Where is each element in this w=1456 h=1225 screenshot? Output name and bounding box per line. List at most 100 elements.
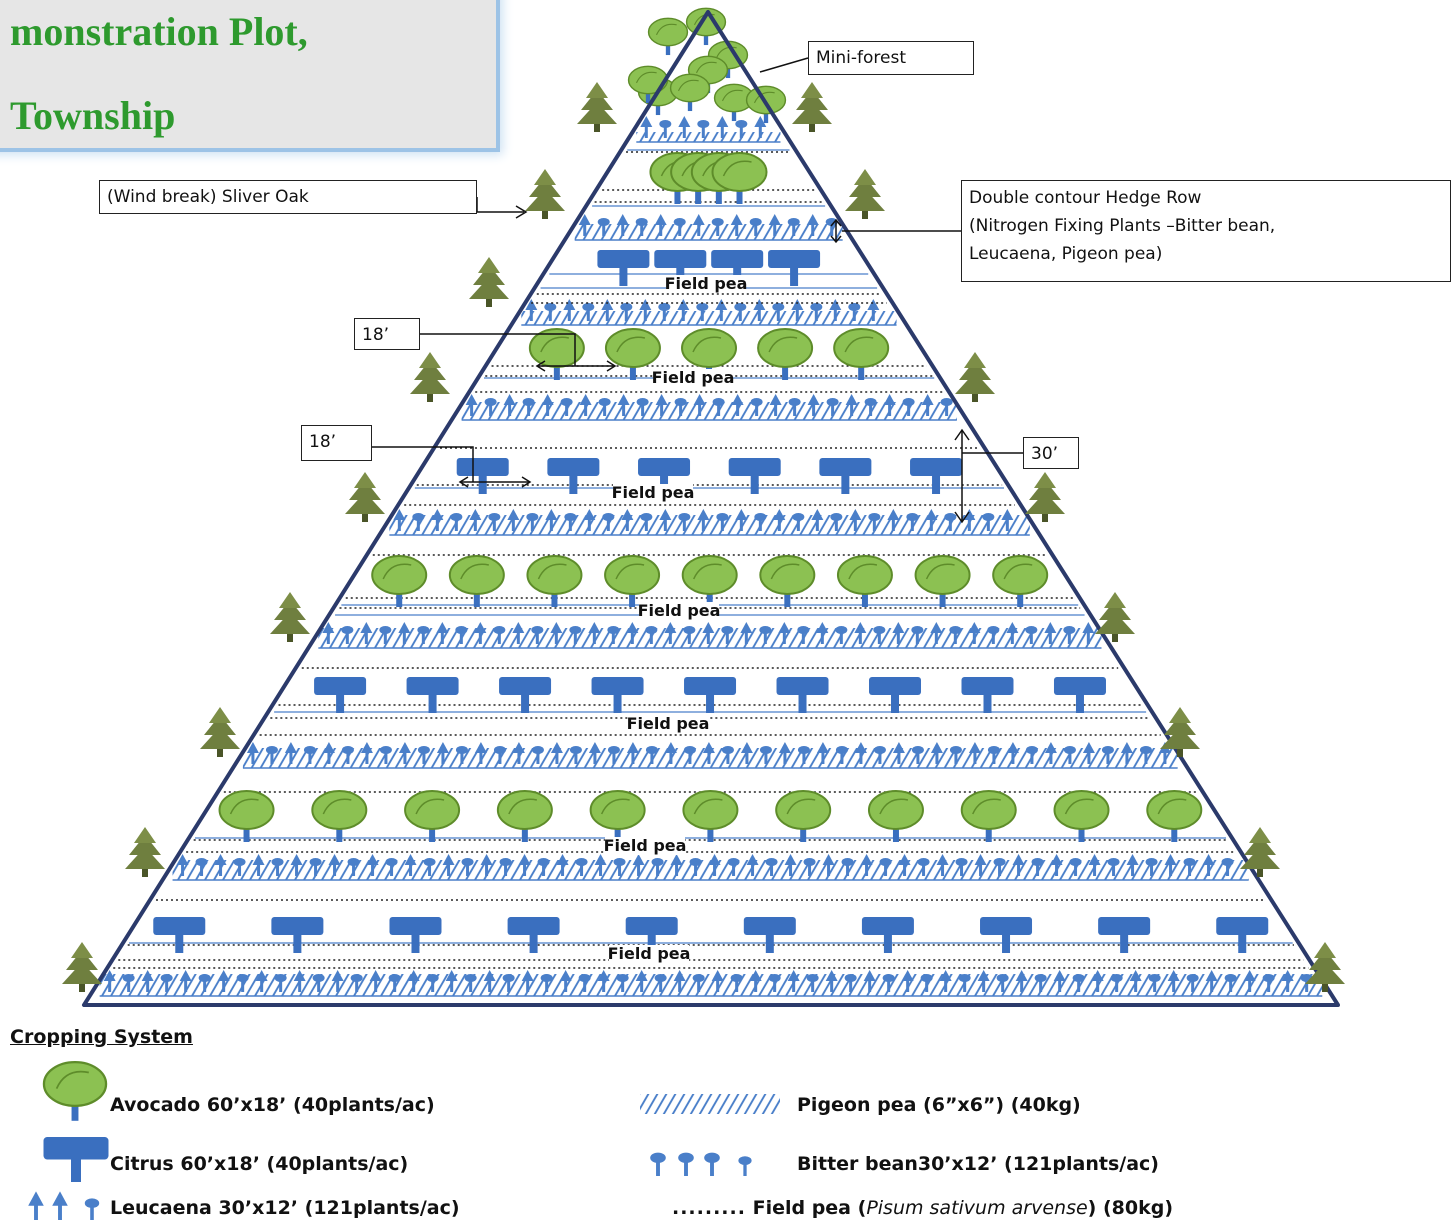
- silver-oak-icon: [200, 707, 240, 757]
- leucaena-icon: [322, 622, 335, 644]
- silver-oak-icon: [1160, 707, 1200, 757]
- field-pea-label-bg: [609, 945, 689, 963]
- bitter-bean-icon: [721, 746, 734, 764]
- spacing-a-arrowhead-r: [606, 360, 617, 372]
- leucaena-icon: [816, 742, 829, 764]
- leucaena-icon: [740, 622, 753, 644]
- leucaena-icon: [784, 854, 797, 876]
- field-pea-label-bg: [613, 484, 693, 502]
- bitter-bean-icon: [502, 974, 515, 992]
- bitter-bean-icon: [911, 746, 924, 764]
- leucaena-icon: [1053, 970, 1066, 992]
- bitter-bean-icon: [385, 858, 398, 876]
- bitter-bean-icon: [379, 746, 392, 764]
- leucaena-icon: [290, 854, 303, 876]
- spacing-b-arrowhead-r: [521, 476, 532, 488]
- leucaena-icon: [867, 299, 880, 321]
- bitter-bean-icon: [426, 974, 439, 992]
- bitter-bean-icon: [1063, 626, 1076, 644]
- leucaena-icon: [692, 214, 705, 236]
- leucaena-icon: [654, 214, 667, 236]
- field-pea-label-bg: [666, 275, 746, 293]
- bitter-bean-icon: [1025, 626, 1038, 644]
- leucaena-icon: [939, 970, 952, 992]
- field-pea-label-bg: [628, 715, 708, 733]
- bitter-bean-icon: [1183, 858, 1196, 876]
- legend-avocado-label: Avocado 60’x18’ (40plants/ac): [110, 1094, 435, 1116]
- bitter-bean-icon: [461, 858, 474, 876]
- bitter-bean-icon: [499, 858, 512, 876]
- annotation-lines: [372, 57, 1023, 524]
- silver-oak-icon: [577, 82, 617, 132]
- citrus-icon: [819, 458, 872, 494]
- bitter-bean-icon: [792, 513, 805, 531]
- leucaena-icon: [677, 299, 690, 321]
- bitter-bean-icon: [607, 746, 620, 764]
- title-line-1: monstration Plot,: [10, 9, 308, 54]
- hedge-row-line-3: Leucaena, Pigeon pea): [969, 244, 1163, 264]
- silver-oak-icon: [955, 352, 995, 402]
- leucaena-icon: [730, 214, 743, 236]
- bitter-bean-icon: [620, 303, 633, 321]
- citrus-icon: [869, 677, 922, 713]
- leucaena-icon: [512, 622, 525, 644]
- citrus-icon: [271, 917, 324, 953]
- bitter-bean-icon: [683, 626, 696, 644]
- leucaena-icon: [626, 622, 639, 644]
- bitter-bean-icon: [569, 626, 582, 644]
- leucaena-icon: [1126, 854, 1139, 876]
- bitter-bean-icon: [658, 303, 671, 321]
- bitter-bean-icon: [987, 626, 1000, 644]
- leucaena-icon: [702, 622, 715, 644]
- bitter-bean-icon: [388, 974, 401, 992]
- bitter-bean-icon: [417, 746, 430, 764]
- bitter-bean-icon: [1110, 974, 1123, 992]
- bitter-bean-icon: [696, 303, 709, 321]
- field-pea-label: Field pea: [604, 836, 687, 855]
- bitter-bean-icon: [716, 513, 729, 531]
- bitter-bean-icon: [607, 626, 620, 644]
- hedge-row-line-2: (Nitrogen Fixing Plants –Bitter bean,: [969, 216, 1276, 236]
- leucaena-icon: [806, 214, 819, 236]
- citrus-icon: [768, 250, 821, 286]
- leucaena-icon: [360, 622, 373, 644]
- leucaena-icon: [968, 622, 981, 644]
- citrus-icon: [625, 917, 678, 953]
- leucaena-icon: [655, 394, 668, 416]
- leucaena-icon: [436, 742, 449, 764]
- field-pea-label-bg: [653, 369, 733, 387]
- leucaena-icon: [778, 742, 791, 764]
- field-pea-label: Field pea: [638, 601, 721, 620]
- leucaena-icon: [693, 394, 706, 416]
- avocado-icon: [647, 17, 689, 56]
- citrus-icon: [43, 1137, 109, 1182]
- bitter-bean-icon: [1262, 974, 1275, 992]
- bitter-bean-icon: [1186, 974, 1199, 992]
- leucaena-icon: [845, 394, 858, 416]
- leucaena-icon: [621, 509, 634, 531]
- leucaena-icon: [1281, 970, 1294, 992]
- bitter-bean-icon: [920, 974, 933, 992]
- bitter-bean-icon: [844, 974, 857, 992]
- citrus-icon: [547, 458, 600, 494]
- leucaena-icon: [563, 299, 576, 321]
- leucaena-icon: [849, 509, 862, 531]
- silver-oak-icon: [792, 82, 832, 132]
- leucaena-icon: [778, 622, 791, 644]
- leucaena-icon: [632, 854, 645, 876]
- bitter-bean-icon: [730, 974, 743, 992]
- avocado-icon: [836, 555, 893, 607]
- citrus-icon: [1098, 917, 1151, 953]
- leucaena-icon: [740, 742, 753, 764]
- silver-oak-icon: [1025, 472, 1065, 522]
- bitter-bean-icon: [423, 858, 436, 876]
- leucaena-icon: [664, 742, 677, 764]
- leucaena-icon: [829, 299, 842, 321]
- field-pea-label: Field pea: [665, 274, 748, 293]
- leucaena-icon: [597, 970, 610, 992]
- leucaena-icon: [601, 299, 614, 321]
- legend-pigeon-pea-swatch: [640, 1094, 780, 1114]
- spacing-30-callout: 30’: [1023, 437, 1079, 469]
- leucaena-icon: [773, 509, 786, 531]
- leucaena-icon: [754, 116, 767, 138]
